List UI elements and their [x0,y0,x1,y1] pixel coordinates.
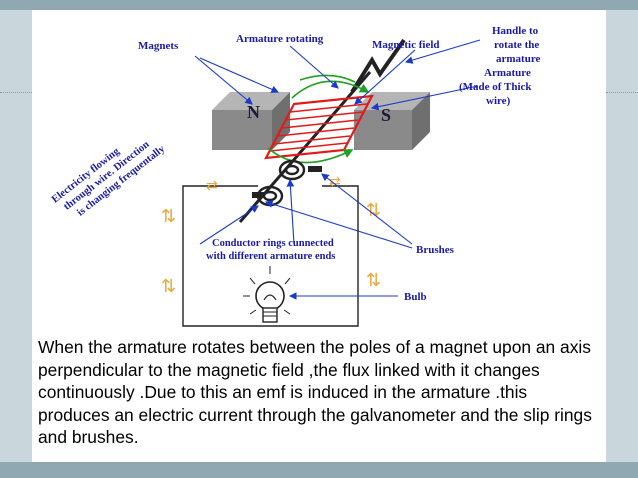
south-magnet [354,92,430,150]
label-pointers [194,39,481,300]
brush-lower [252,192,264,198]
right-frame-rule [606,92,638,93]
conductor-rings-label: Conductor rings cunnected with different… [206,238,335,262]
north-pole-label: N [247,102,260,122]
current-arrow-h: ⇄ [206,178,218,194]
current-direction-arrows: ⇅ ⇅ ⇅ ⇅ ⇄ ⇄ [161,174,381,297]
magnets-label: Magnets [138,40,179,52]
svg-text:(Made of Thick: (Made of Thick [459,81,532,93]
top-frame-bar [0,0,638,10]
south-pole-label: S [381,105,391,125]
slide-area [32,10,606,462]
svg-text:Armature: Armature [484,67,531,79]
svg-text:Handle to: Handle to [492,25,539,37]
handle [350,38,406,94]
magnetic-field-label: Magnetic field [372,39,440,51]
electricity-label: Electricity flowing through wire. Direct… [50,139,168,219]
handle-label: Handle to rotate the armature [492,25,541,65]
bulb-label: Bulb [404,291,427,303]
current-arrow: ⇅ [366,200,381,221]
svg-text:rotate the: rotate the [494,39,539,51]
current-arrow: ⇅ [161,276,176,297]
bottom-frame-bar [0,462,638,478]
svg-text:wire): wire) [486,95,511,107]
left-frame-panel [0,10,32,468]
caption-text: When the armature rotates between the po… [38,337,592,447]
slip-rings [256,159,306,207]
bulb [243,266,297,323]
current-arrow: ⇅ [366,270,381,291]
left-frame-rule [0,92,32,93]
brushes-label: Brushes [416,244,455,256]
armature-label: Armature (Made of Thick wire) [459,67,532,107]
svg-text:Conductor rings cunnected: Conductor rings cunnected [212,238,334,249]
brush-upper [308,166,322,172]
armature-rotating-label: Armature rotating [236,33,324,45]
circuit-wire [182,185,359,327]
svg-text:armature: armature [496,53,541,65]
magnetic-field-lines [267,74,370,164]
current-arrow: ⇅ [161,206,176,227]
right-frame-panel [606,10,638,468]
svg-text:with different armature ends: with different armature ends [206,251,335,262]
